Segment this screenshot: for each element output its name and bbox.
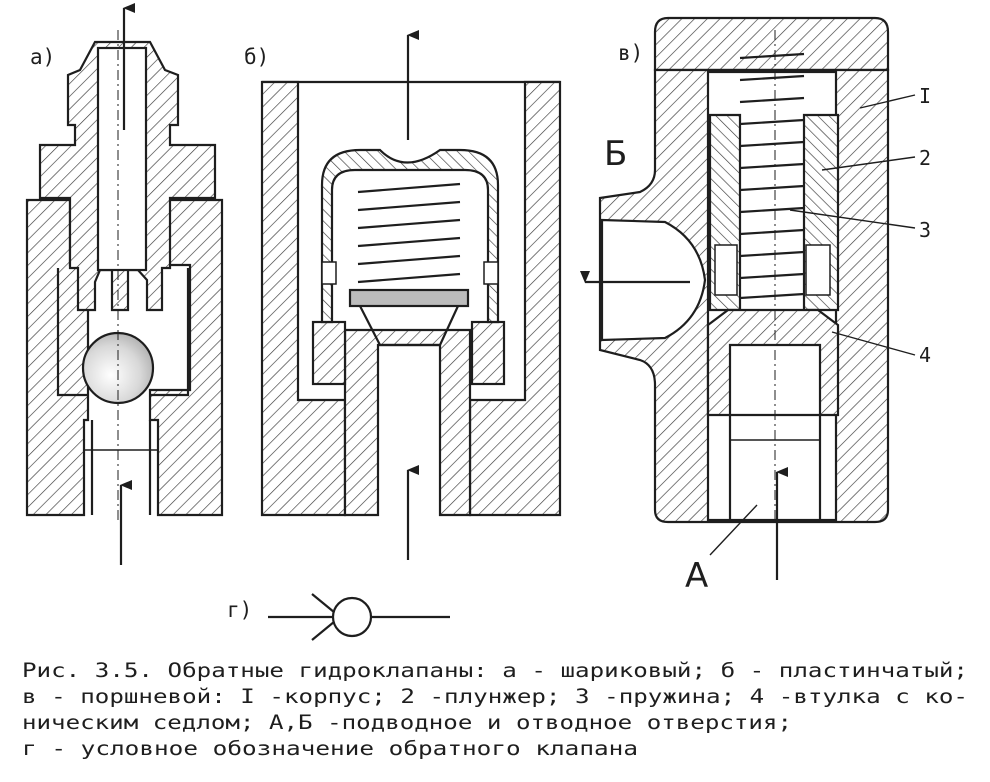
label-a: а): [30, 45, 55, 69]
ball-valve-drawing: [25, 3, 224, 565]
callout-3: 3: [919, 218, 931, 242]
label-b: б): [244, 45, 269, 69]
piston-valve-drawing: [580, 16, 916, 580]
caption-line-2: в - поршневой: I -корпус; 2 -плунжер; 3 …: [22, 685, 968, 708]
plate-valve-drawing: [260, 30, 562, 560]
caption-line-1: Рис. 3.5. Обратные гидроклапаны: а - шар…: [22, 659, 968, 682]
caption-line-3: ническим седлом; А,Б -подводное и отводн…: [22, 711, 792, 734]
port-b-label: Б: [604, 134, 627, 174]
callout-4: 4: [919, 343, 931, 367]
callout-1: I: [919, 84, 931, 108]
check-valve-symbol: [268, 593, 450, 641]
label-g: г): [227, 598, 252, 622]
port-a-label: А: [685, 556, 708, 596]
caption-line-4: г - условное обозначение обратного клапа…: [22, 737, 638, 760]
label-v: в): [618, 41, 643, 65]
callout-2: 2: [919, 146, 931, 170]
